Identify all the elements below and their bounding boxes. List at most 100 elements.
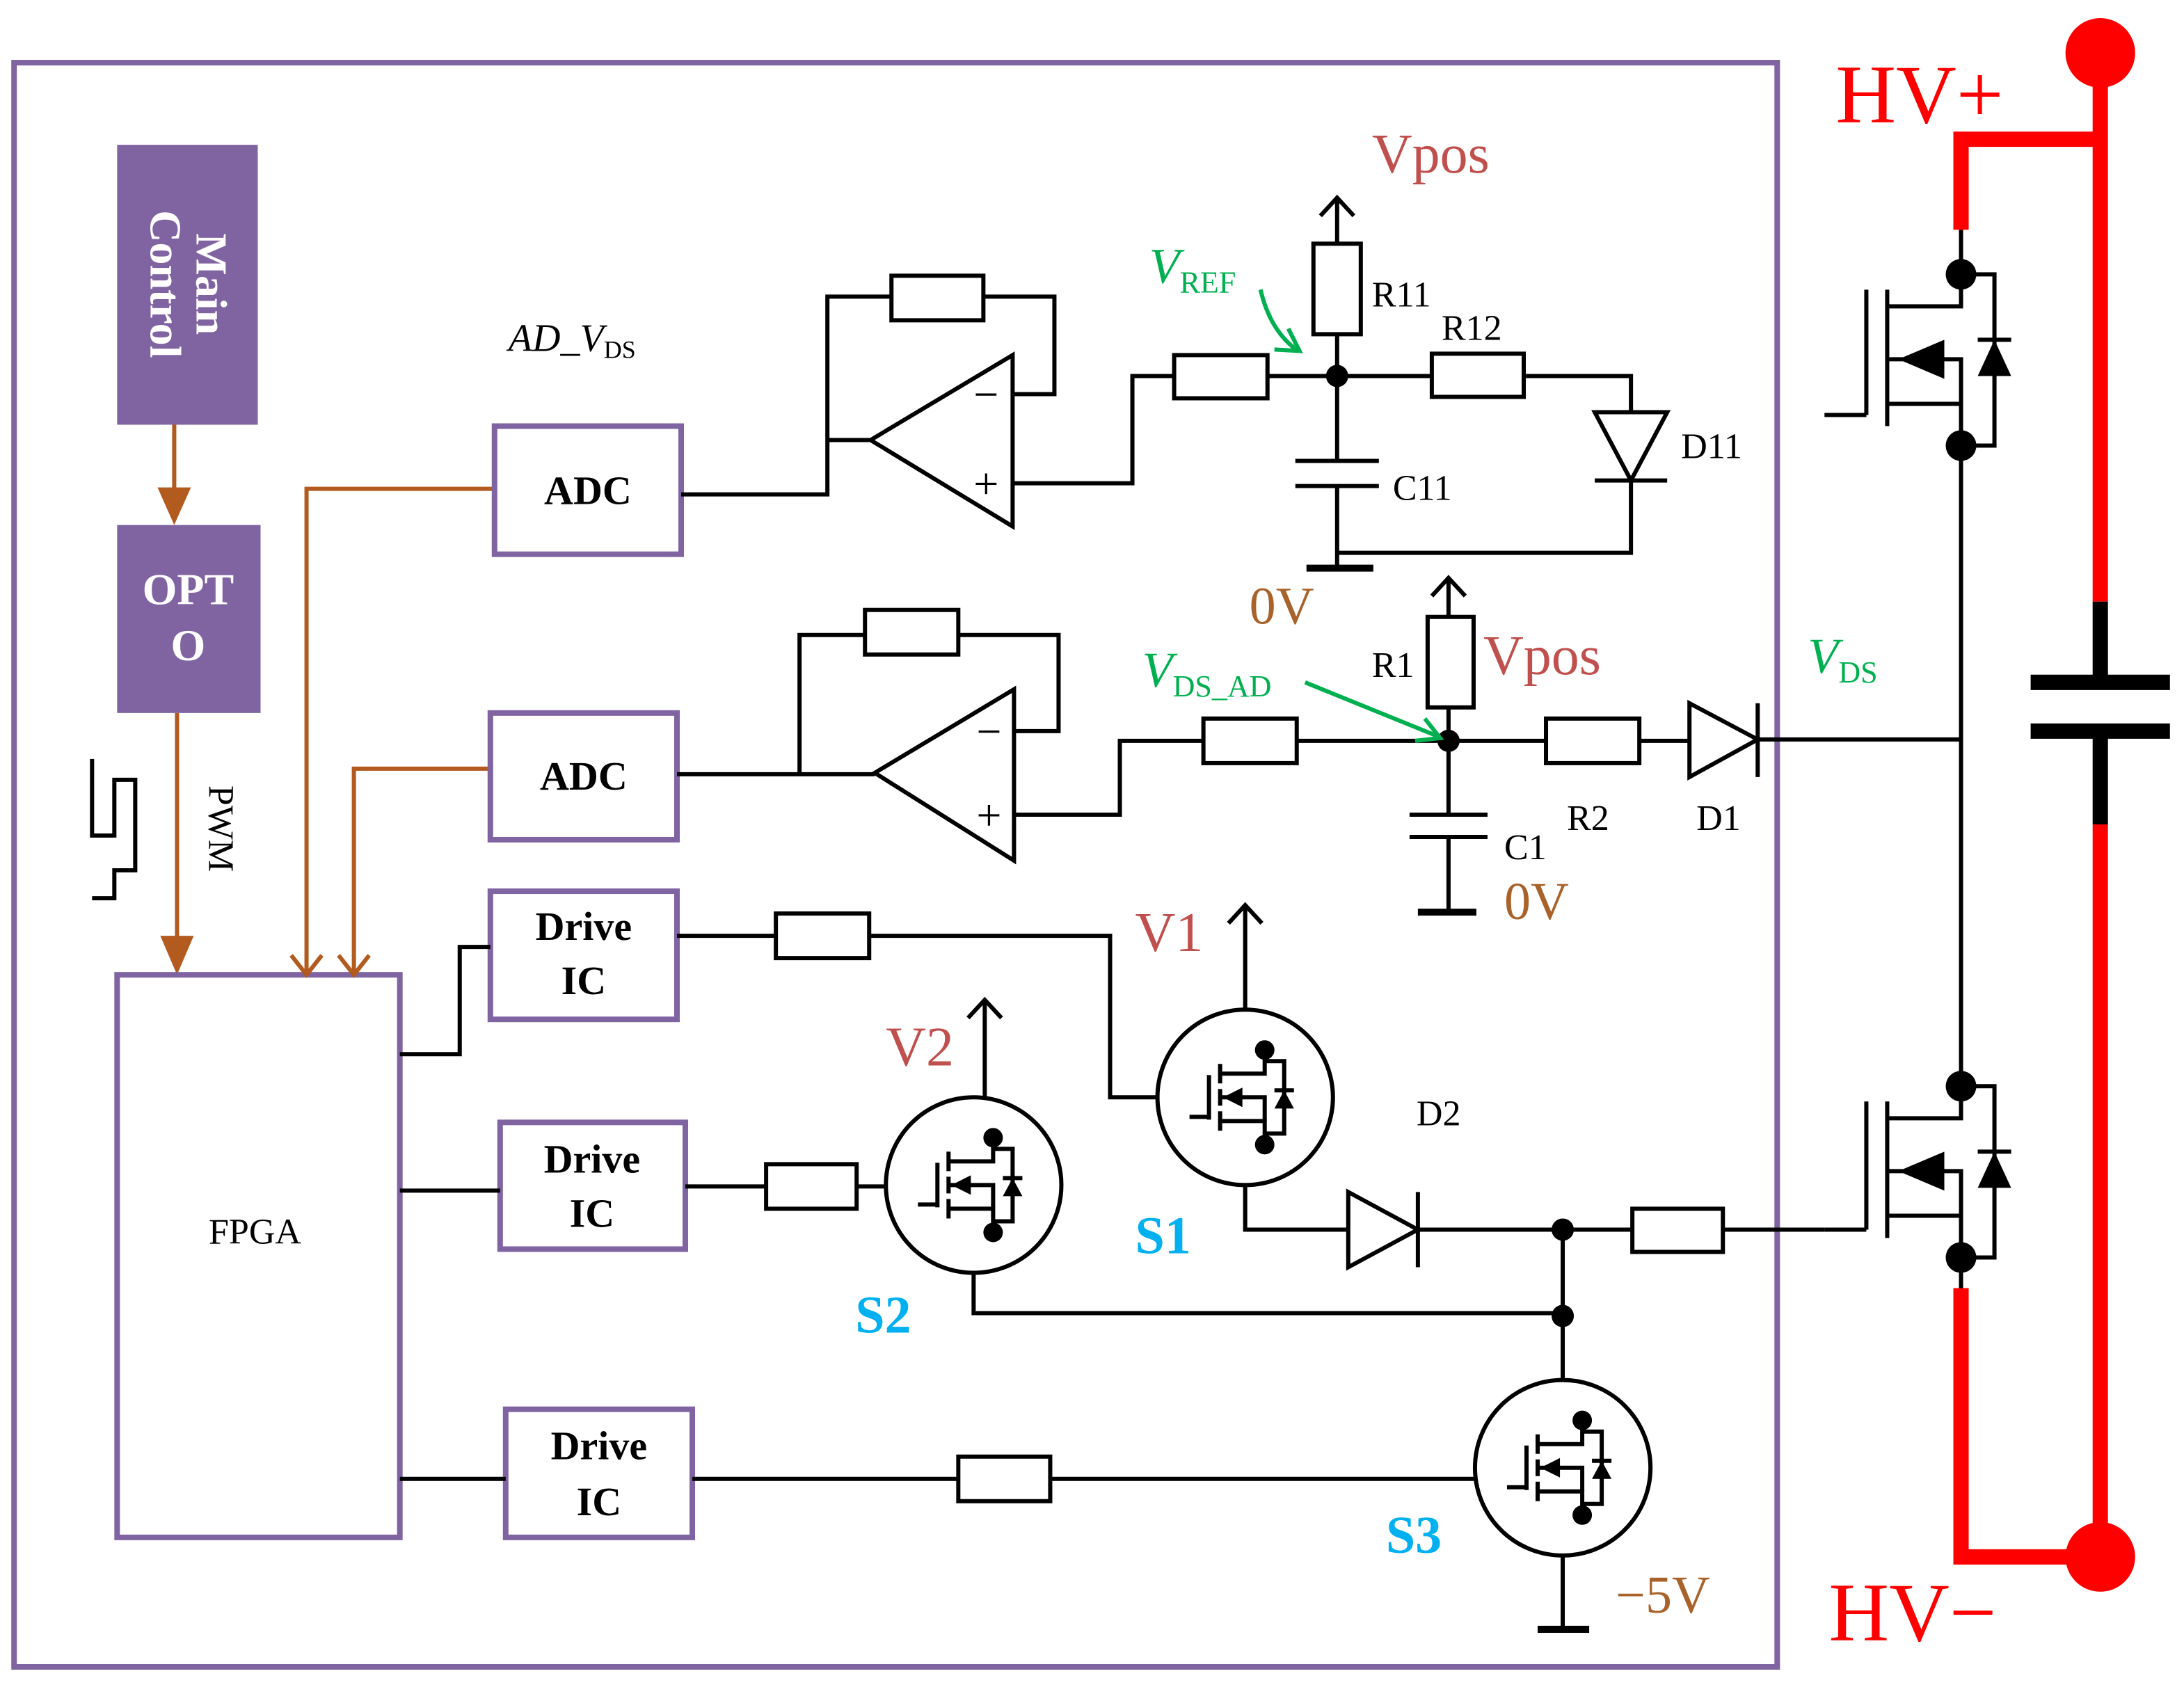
s1-body-diode	[1274, 1090, 1294, 1109]
v1-label: V1	[1135, 902, 1204, 964]
drive-ic-1-box	[487, 888, 680, 1023]
vds-sub: DS	[1838, 655, 1877, 689]
igbt-gate-resistor	[1630, 1206, 1725, 1254]
opamp-bottom-feedback-left-wire	[797, 632, 866, 774]
s3-source-node	[1572, 1505, 1593, 1525]
vref-pointer-arrow	[1258, 289, 1300, 353]
r12-label: R12	[1442, 308, 1502, 348]
opamp-top-triangle	[866, 351, 1015, 530]
opamp-bottom-inverting-sign: −	[976, 707, 1001, 756]
igbt-upper-arrow-icon	[1898, 340, 1945, 379]
opamp-bottom-triangle	[870, 685, 1017, 865]
hv-minus-terminal	[2065, 1522, 2135, 1592]
pwm-waveform-icon	[90, 758, 138, 901]
igbt-upper	[1824, 259, 2011, 461]
s1-body-arrow-icon	[1222, 1087, 1243, 1108]
vds-ad-sub: DS_AD	[1173, 669, 1272, 703]
igbt-lower	[1824, 1071, 2011, 1273]
r1-resistor	[1425, 614, 1476, 710]
s3-body-diode	[1592, 1460, 1612, 1479]
fpga-block: FPGA	[114, 972, 403, 1540]
s2-output-wire	[971, 1272, 1563, 1316]
vds-ad-label: VDS_AD	[1142, 642, 1272, 703]
fpga-to-drive-ic-1-wire	[399, 945, 491, 1057]
drive-ic-3-block: Drive IC	[502, 1406, 696, 1540]
opto-to-fpga-arrowhead	[160, 936, 194, 975]
adc-top-to-fpga-wire	[304, 486, 495, 974]
igbt-upper-freewheel-diode	[1977, 340, 2011, 376]
s2-body-arrow-icon	[951, 1175, 971, 1195]
opamp-top-feedback-resistor	[889, 273, 986, 323]
vpos-top-arrow-icon	[1318, 194, 1356, 218]
hv-minus-label: HV−	[1828, 1566, 1996, 1659]
pwm-label-group: PWM	[200, 785, 240, 872]
vref-label: VREF	[1149, 238, 1236, 299]
r1-label: R1	[1372, 646, 1414, 685]
adc-bottom-to-fpga-arrowhead	[337, 954, 372, 979]
s2-source-node	[983, 1222, 1003, 1243]
drive-ic-1-block: Drive IC	[487, 888, 680, 1023]
opamp-top-feedback-wire	[983, 294, 1057, 397]
s1-source-node	[1254, 1135, 1275, 1155]
s3-mosfet	[1472, 1377, 1653, 1558]
opto-line2: O	[171, 621, 206, 670]
adc-top-label: ADC	[544, 468, 632, 513]
c1-label: C1	[1504, 828, 1547, 868]
opamp-top: − +	[866, 351, 1015, 530]
r2-resistor	[1544, 716, 1642, 765]
vds-ad-pointer-arrowhead	[1414, 717, 1444, 743]
opto-line1: OPT	[143, 565, 234, 614]
r12-resistor	[1429, 351, 1527, 399]
neg-5v-label: −5V	[1616, 1566, 1710, 1624]
s3-label: S3	[1386, 1506, 1442, 1565]
control-to-opto-arrowhead	[157, 487, 191, 525]
drive-ic-2-line1: Drive	[544, 1136, 641, 1181]
s2-drain-node	[983, 1128, 1003, 1148]
adc-top-to-fpga-arrowhead	[289, 954, 324, 979]
hv-plus-label: HV+	[1835, 48, 2003, 141]
drive-ic-2-box	[497, 1119, 689, 1252]
vref-sub: REF	[1180, 265, 1236, 299]
opto-box	[117, 525, 261, 713]
hv-plus-terminal	[2065, 18, 2135, 88]
v1-arrow-icon	[1227, 902, 1264, 925]
opamp-bottom-noninverting-sign: +	[976, 790, 1001, 840]
r11-label: R11	[1372, 275, 1431, 314]
driver-board-frame	[11, 60, 1780, 1670]
d2-label: D2	[1417, 1094, 1461, 1133]
drive-ic-3-line1: Drive	[551, 1423, 648, 1469]
s1-output-wire	[1243, 1185, 1348, 1232]
main-control-label: Main Control	[141, 210, 236, 358]
s3-drain-node	[1572, 1410, 1593, 1430]
adc-top-input-wire	[681, 294, 892, 497]
drive-ic-1-line2: IC	[561, 958, 607, 1003]
d1-label: D1	[1696, 799, 1741, 838]
fpga-box	[114, 972, 403, 1540]
main-control-box	[117, 145, 258, 425]
drive-ic-2-gate-resistor	[764, 1162, 859, 1211]
drive-ic-3-line2: IC	[577, 1479, 622, 1524]
drive-ic-1-gate-resistor	[774, 911, 872, 961]
opamp-bottom-plus-input-wire	[1014, 738, 1204, 817]
d2-diode	[1346, 1188, 1423, 1271]
drive-ic-3-gate-resistor	[956, 1454, 1053, 1503]
opamp-top-input-resistor	[1172, 353, 1270, 401]
r2-label: R2	[1567, 799, 1609, 838]
s1-gate-wire	[869, 934, 1159, 1100]
adc-top-box	[491, 423, 685, 557]
drive-ic-2-block: Drive IC	[497, 1119, 689, 1252]
adc-top-block: ADC	[491, 423, 685, 557]
d11-diode	[1591, 410, 1671, 485]
fpga-label: FPGA	[209, 1212, 301, 1252]
opamp-top-noninverting-sign: +	[973, 459, 998, 509]
adc-bottom-to-fpga-wire	[351, 766, 491, 974]
vref-pointer-arrowhead	[1274, 328, 1303, 353]
main-control-block: Main Control	[117, 145, 258, 425]
c11-label: C11	[1393, 469, 1452, 509]
vpos-bottom-label: Vpos	[1483, 625, 1601, 687]
s2-s3-node	[1552, 1304, 1575, 1327]
drive-ic-3-box	[502, 1406, 696, 1540]
zero-v-top-label: 0V	[1250, 577, 1314, 636]
opamp-bottom: − +	[870, 685, 1017, 865]
